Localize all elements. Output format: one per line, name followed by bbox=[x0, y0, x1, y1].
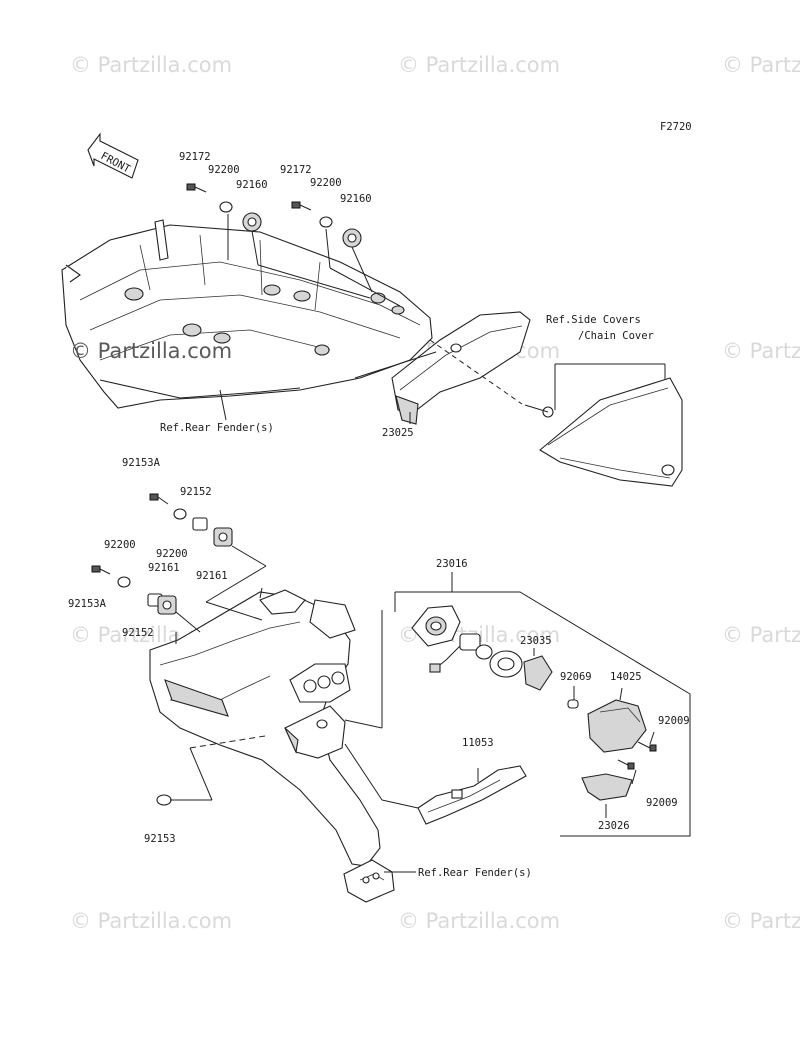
callout-92160-a: 92160 bbox=[236, 179, 268, 191]
callout-14025: 14025 bbox=[610, 671, 642, 683]
watermark-dark: © Partzilla.com bbox=[70, 339, 232, 363]
callout-92200-d: 92200 bbox=[156, 548, 188, 560]
side-cover bbox=[539, 377, 683, 487]
lamp-mount bbox=[289, 663, 351, 703]
lens-ring bbox=[489, 650, 523, 678]
socket-23035 bbox=[523, 655, 553, 691]
license-light-assembly-23016 bbox=[344, 572, 691, 837]
seat-cowl-frame bbox=[61, 219, 433, 409]
callout-92009-b: 92009 bbox=[646, 797, 678, 809]
grommet-92161-b-icon bbox=[157, 595, 177, 615]
callout-92152-top: 92152 bbox=[180, 486, 212, 498]
upper-leader-lines bbox=[219, 214, 666, 424]
watermark: © Partzilla.com bbox=[70, 909, 232, 933]
callout-92069: 92069 bbox=[560, 671, 592, 683]
bolt-92153-icon bbox=[156, 794, 180, 806]
callout-23026: 23026 bbox=[598, 820, 630, 832]
bulb-socket bbox=[429, 633, 493, 673]
callout-92153A-bottom: 92153A bbox=[68, 598, 107, 610]
bolt-92172-b-icon bbox=[291, 201, 312, 211]
callout-23035: 23035 bbox=[520, 635, 552, 647]
ref-rear-fender-top: Ref.Rear Fender(s) bbox=[160, 422, 274, 434]
watermark: © Partzilla.com bbox=[722, 53, 800, 77]
callout-92009-a: 92009 bbox=[658, 715, 690, 727]
callout-92200-b: 92200 bbox=[310, 177, 342, 189]
license-plate-lamp-plate bbox=[284, 705, 346, 759]
callout-92172-b: 92172 bbox=[280, 164, 312, 176]
washer-92200-d-icon bbox=[117, 576, 131, 588]
screw-92153A-top-icon bbox=[149, 493, 169, 505]
grommet-92161-a-icon bbox=[213, 527, 233, 547]
upper-fasteners bbox=[186, 183, 362, 248]
grommet-92160-a-icon bbox=[242, 212, 262, 232]
watermark: © Partzilla.com bbox=[722, 623, 800, 647]
screw-92153A-bottom-icon bbox=[91, 565, 111, 575]
callout-11053: 11053 bbox=[462, 737, 494, 749]
screw-92009-a-icon bbox=[637, 741, 657, 752]
callout-92161-b: 92161 bbox=[196, 570, 228, 582]
grommet-92160-b-icon bbox=[342, 228, 362, 248]
bulb-92069-icon bbox=[567, 699, 579, 709]
callout-92160-b: 92160 bbox=[340, 193, 372, 205]
watermark: © Partzilla.com bbox=[398, 53, 560, 77]
reference-labels: Ref.Side Covers /Chain Cover Ref.Rear Fe… bbox=[160, 314, 654, 879]
lower-leader-lines bbox=[175, 545, 416, 873]
washer-92200-b-icon bbox=[319, 216, 333, 228]
watermark: © Partzilla.com bbox=[722, 339, 800, 363]
collar-92152-top-icon bbox=[192, 517, 208, 531]
callout-92172-a: 92172 bbox=[179, 151, 211, 163]
lens-14025 bbox=[587, 699, 647, 753]
rear-fender-bracket bbox=[149, 587, 395, 903]
watermark: © Partzilla.com bbox=[70, 53, 232, 77]
washer-92200-c-icon bbox=[173, 508, 187, 520]
watermark: © Partzilla.com bbox=[722, 909, 800, 933]
callout-92200-c: 92200 bbox=[104, 539, 136, 551]
callout-92161-a: 92161 bbox=[148, 562, 180, 574]
callout-23025: 23025 bbox=[382, 427, 414, 439]
lamp-socket-housing bbox=[411, 605, 461, 647]
callout-92200-a: 92200 bbox=[208, 164, 240, 176]
ref-rear-fender-bottom: Ref.Rear Fender(s) bbox=[418, 867, 532, 879]
callout-92152-bottom: 92152 bbox=[122, 627, 154, 639]
lower-fasteners bbox=[91, 493, 233, 806]
license-bracket-11053 bbox=[344, 743, 527, 825]
washer-92200-a-icon bbox=[219, 201, 233, 213]
front-arrow-icon: FRONT bbox=[87, 132, 139, 179]
callout-23016: 23016 bbox=[436, 558, 468, 570]
ref-side-covers: Ref.Side Covers bbox=[546, 314, 641, 326]
callout-92153A-top: 92153A bbox=[122, 457, 161, 469]
bolt-92172-a-icon bbox=[186, 183, 207, 193]
cover-23026 bbox=[581, 773, 633, 801]
watermark: © Partzilla.com bbox=[398, 909, 560, 933]
callouts: 92172 92200 92160 92172 92200 92160 2302… bbox=[68, 151, 690, 845]
callout-92153: 92153 bbox=[144, 833, 176, 845]
figure-code: F2720 bbox=[660, 121, 692, 133]
screw-92009-b-icon bbox=[617, 759, 635, 770]
ref-chain-cover: /Chain Cover bbox=[578, 330, 654, 342]
fender-tip-mount bbox=[343, 859, 395, 903]
